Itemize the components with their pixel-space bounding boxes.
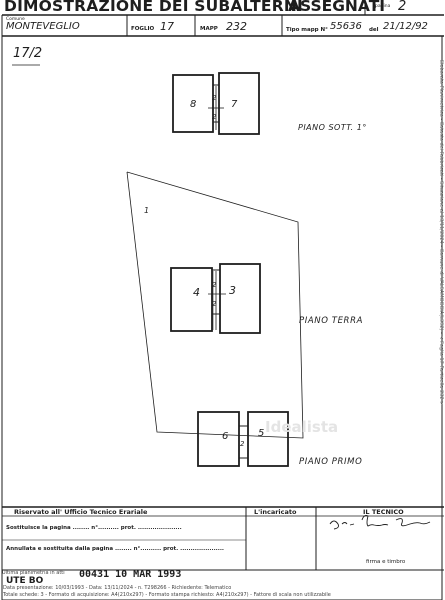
mapp-value: 232 xyxy=(226,20,247,33)
subalterno-4: 4 xyxy=(193,286,200,299)
subalterno-6: 6 xyxy=(222,431,229,442)
del-value: 21/12/92 xyxy=(383,21,428,32)
pagina-value: 2 xyxy=(398,0,407,14)
tecnico-label: IL TECNICO xyxy=(363,508,404,516)
pagina-label: pagina xyxy=(375,4,391,9)
riservato-label: Riservato all' Ufficio Tecnico Erariale xyxy=(14,508,148,516)
floor-label-sottotetto: PIANO SOTT. 1° xyxy=(298,123,367,132)
totale-schede-text: Totale schede: 3 - Formato di acquisizio… xyxy=(3,592,331,598)
foglio-value: 17 xyxy=(160,20,174,33)
del-label: del xyxy=(369,27,379,33)
form-title: DIMOSTRAZIONE DEI SUBALTERNI xyxy=(4,0,303,15)
comune-value: MONTEVEGLIO xyxy=(6,21,80,32)
foglio-label: FOGLIO xyxy=(131,26,155,32)
subalterno-1-area: 1 xyxy=(144,206,150,215)
subalterno-7: 7 xyxy=(231,99,238,110)
subalterno-2-corridor: 2 xyxy=(212,94,217,102)
floor-label-primo: PIANO PRIMO xyxy=(299,457,363,467)
data-presentazione-text: Data presentazione: 10/03/1993 - Data: 1… xyxy=(3,585,232,591)
ute-label: UTE BO xyxy=(6,576,44,586)
annullata-line: Annullata e sostituita dalla pagina ....… xyxy=(6,546,225,552)
side-caption: Elaborato Planimetrico - Catasto dei Fab… xyxy=(438,60,444,406)
subalterno-8: 8 xyxy=(190,99,197,110)
incaricato-label: L'incaricato xyxy=(254,508,297,516)
sostituisce-line: Sostituisce la pagina ........ n°.......… xyxy=(6,525,182,531)
watermark-logo: Idealista xyxy=(265,418,339,436)
form-title-right: ASSEGNATI xyxy=(288,0,386,15)
firma-label: firma e timbro xyxy=(366,559,406,565)
subalterno-3: 3 xyxy=(229,284,236,297)
subalterno-2-terra-lower: 2 xyxy=(212,300,217,308)
subalterno-2-terra: 2 xyxy=(212,281,217,289)
tipo-label: Tipo mapp N° xyxy=(286,27,328,33)
ultima-planimetria-text: Ultima planimetria in atti xyxy=(2,570,65,576)
tipo-value: 55636 xyxy=(330,21,362,32)
subalterno-2-corridor-lower: 2 xyxy=(212,113,217,121)
mapp-label: MAPP xyxy=(200,26,218,32)
comune-label: Comune xyxy=(6,17,25,22)
floor-label-terra: PIANO TERRA xyxy=(299,316,363,326)
drawing-reference: 17/2 xyxy=(13,46,43,61)
reception-stamp: 00431 10 MAR 1993 xyxy=(79,569,182,580)
subalterno-2-primo: 2 xyxy=(240,440,245,448)
subalterno-5: 5 xyxy=(258,428,265,439)
